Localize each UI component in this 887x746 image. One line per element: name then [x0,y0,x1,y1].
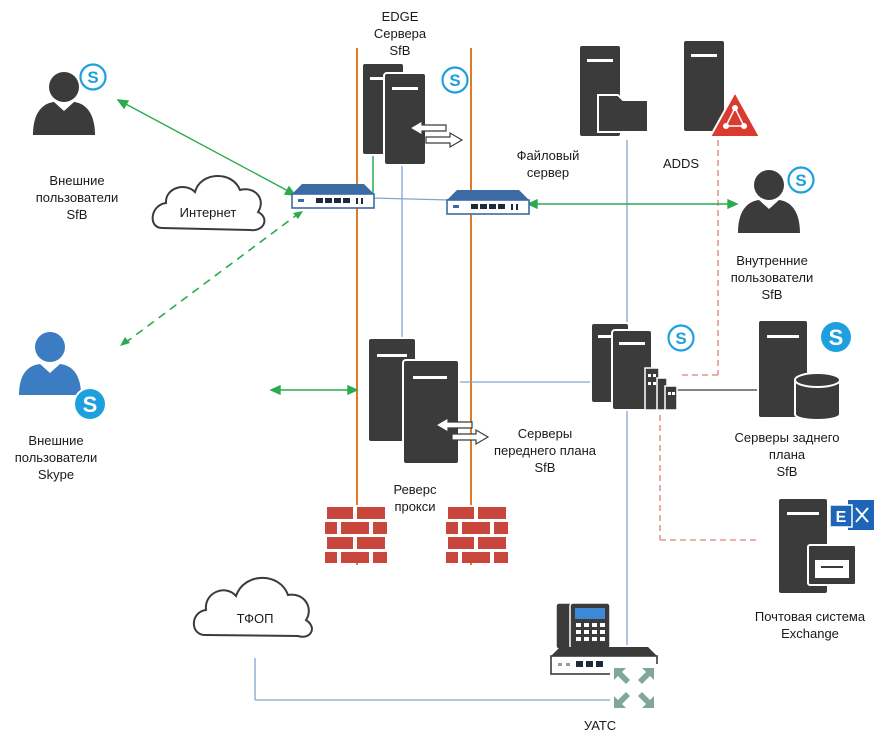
mail-system-label: Почтовая система Exchange [754,609,866,641]
skype-icon [77,61,109,93]
blue-links [254,140,628,701]
adds-warning-icon [708,89,762,138]
external-skype-users-label: Внешние пользователи Skype [14,433,98,482]
skype-icon [665,322,697,354]
adds-server-icon [682,39,726,133]
pbx-arrows-icon [610,664,658,712]
folder-icon [597,94,649,133]
switch-icon [446,189,530,215]
adds-label: ADDS [662,156,700,171]
skype-icon [819,320,853,354]
skype-icon [73,387,107,421]
red-dashed-links [659,140,760,541]
skype-icon [785,164,817,196]
green-dashed-link [120,211,303,346]
frontend-servers-label: Серверы переднего плана SfB [493,426,596,475]
edge-server-icon [383,72,427,166]
internal-users-label: Внутренние пользователи SfB [730,253,814,302]
exchange-icon: E [829,500,874,530]
database-icon [794,372,841,421]
green-links [116,99,739,396]
internet-label: Интернет [179,205,237,220]
internet-cloud-icon [151,175,266,232]
reverse-proxy-label: Реверс прокси [393,482,437,514]
external-sfb-users-label: Внешние пользователи SfB [35,173,119,222]
switch-icon [291,183,375,209]
svg-text:E: E [836,509,847,526]
edge-servers-label: EDGE Сервера SfB [373,9,427,58]
pbx-label: УАТС [583,718,617,733]
pstn-label: ТФОП [236,611,274,626]
external-skype-user-icon [19,332,81,395]
pstn-cloud-icon [192,576,313,638]
ip-phone-icon [555,602,611,650]
inbox-icon [807,544,857,586]
building-icon [644,367,678,411]
reverse-proxy-server-icon [402,359,460,465]
file-server-label: Файловый сервер [516,148,580,180]
backend-servers-label: Серверы заднего плана SfB [734,430,840,479]
skype-icon [439,64,471,96]
firewall-icon [446,505,508,563]
